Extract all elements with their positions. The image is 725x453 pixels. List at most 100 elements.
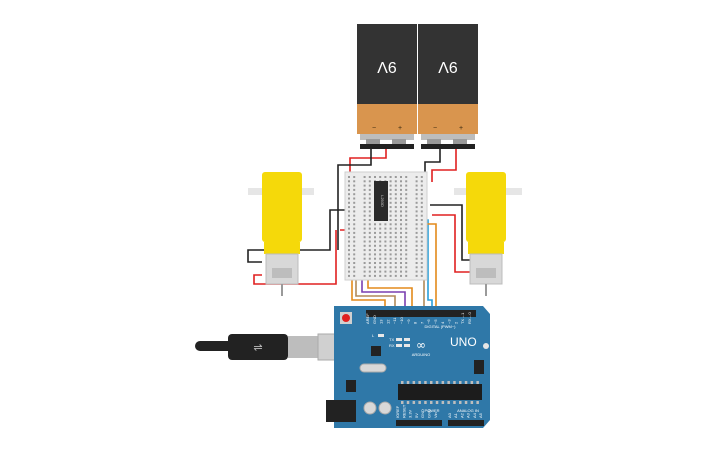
battery-left-snap	[360, 134, 414, 140]
motor-left-shaft-mount	[248, 188, 266, 195]
breadboard-hole	[415, 257, 418, 260]
breadboard-hole	[415, 193, 418, 196]
power-label: POWER	[424, 408, 439, 413]
breadboard-hole	[353, 180, 356, 183]
brand-label: ARDUINO	[412, 352, 430, 357]
breadboard-hole	[368, 197, 371, 200]
battery-right[interactable]: 9V − +	[418, 24, 478, 149]
battery-left[interactable]: 9V − +	[357, 24, 417, 149]
breadboard-hole	[415, 266, 418, 269]
wire-battery2-black[interactable]	[424, 149, 441, 178]
breadboard-hole	[363, 244, 366, 247]
breadboard-hole	[353, 219, 356, 221]
breadboard-hole	[368, 274, 371, 277]
breadboard-hole	[363, 214, 366, 217]
pin-label: A2	[459, 412, 464, 418]
breadboard-hole	[389, 253, 392, 256]
reset-button[interactable]	[342, 314, 350, 322]
breadboard-hole	[368, 201, 371, 204]
breadboard-hole	[394, 236, 397, 239]
breadboard-hole	[348, 240, 350, 243]
breadboard-hole	[405, 227, 408, 230]
breadboard-hole	[374, 240, 376, 243]
pin-label: AREF	[365, 313, 370, 324]
breadboard-hole	[374, 266, 376, 269]
breadboard-hole	[394, 257, 397, 260]
breadboard-hole	[405, 210, 408, 213]
battery-right-base	[418, 104, 478, 134]
pin-label: ~5	[433, 319, 438, 324]
wire-battery2-red[interactable]	[431, 149, 457, 182]
battery-left-base	[357, 104, 417, 134]
breadboard-hole	[389, 244, 392, 247]
breadboard-hole	[348, 244, 350, 247]
battery-left-clip	[360, 144, 414, 149]
breadboard-hole	[389, 219, 392, 221]
breadboard-hole	[405, 219, 408, 221]
breadboard-hole	[363, 188, 366, 191]
analog-label: ANALOG IN	[457, 408, 479, 413]
power-jack[interactable]	[326, 400, 356, 422]
breadboard-hole	[400, 227, 402, 230]
pin-label: 7	[419, 321, 424, 324]
breadboard-hole	[415, 180, 418, 183]
breadboard-hole	[353, 266, 356, 269]
breadboard-hole	[389, 236, 392, 239]
breadboard-hole	[363, 257, 366, 260]
breadboard-hole	[363, 236, 366, 239]
pin-label: ~10	[399, 316, 404, 324]
breadboard-hole	[348, 210, 350, 213]
led-tx-label: TX	[389, 337, 394, 342]
breadboard-hole	[394, 266, 397, 269]
wire-battery-black[interactable]	[337, 149, 372, 250]
breadboard-hole	[363, 197, 366, 200]
wire-motor-right-red[interactable]	[432, 214, 470, 273]
power-header	[396, 420, 442, 426]
breadboard-hole	[389, 262, 392, 264]
motor-left[interactable]	[248, 172, 314, 296]
breadboard-hole	[420, 257, 423, 260]
breadboard-hole	[348, 253, 350, 256]
breadboard-hole	[363, 206, 366, 209]
breadboard-hole	[389, 206, 392, 209]
breadboard-hole	[394, 249, 397, 252]
breadboard-hole	[384, 244, 387, 247]
breadboard-hole	[363, 184, 366, 187]
breadboard-hole	[384, 240, 387, 243]
breadboard-hole	[368, 240, 371, 243]
pin-label: Vin	[433, 412, 438, 418]
breadboard-hole	[400, 274, 402, 277]
breadboard-hole	[379, 274, 382, 277]
breadboard-hole	[368, 184, 371, 187]
atmega-chip	[398, 384, 482, 400]
breadboard-hole	[389, 266, 392, 269]
breadboard-hole	[400, 184, 402, 187]
breadboard-hole	[363, 227, 366, 230]
motor-right[interactable]	[454, 172, 522, 296]
breadboard-hole	[384, 231, 387, 234]
breadboard-hole	[394, 231, 397, 234]
pin-label: RESET	[401, 404, 406, 418]
breadboard-hole	[389, 249, 392, 252]
motor-driver-chip[interactable]	[374, 181, 388, 221]
usb-plug-body	[228, 334, 288, 360]
breadboard-hole	[389, 231, 392, 234]
pin-label: ~6	[426, 319, 431, 324]
usb-cable[interactable]: ⇌	[195, 333, 355, 361]
led-l-label: L	[372, 333, 375, 338]
breadboard-hole	[368, 253, 371, 256]
motor-right-gearbox	[466, 172, 506, 242]
breadboard-hole	[405, 253, 408, 256]
wire-motor-right-black[interactable]	[430, 204, 470, 261]
breadboard[interactable]: L293D	[344, 171, 428, 281]
wire-motor-left-red[interactable]	[253, 230, 337, 285]
breadboard-hole	[405, 270, 408, 273]
battery-right-minus: −	[433, 125, 437, 132]
breadboard-hole	[415, 197, 418, 200]
breadboard-hole	[363, 210, 366, 213]
breadboard-hole	[389, 210, 392, 213]
breadboard-hole	[415, 227, 418, 230]
breadboard-hole	[405, 184, 408, 187]
